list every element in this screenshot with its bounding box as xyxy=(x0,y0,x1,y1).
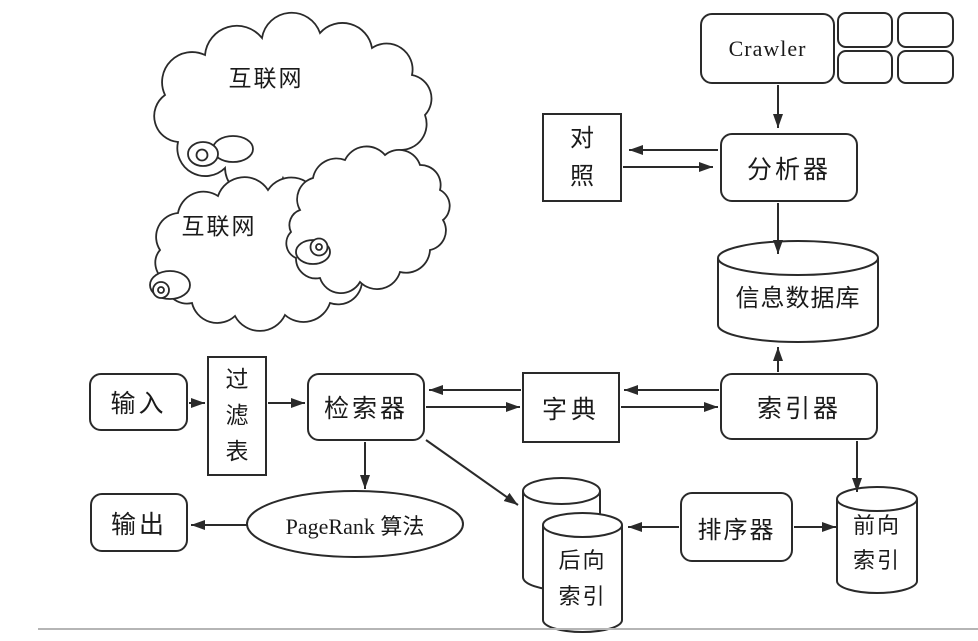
comparison-box: 对 照 xyxy=(542,113,622,202)
crawler-box: Crawler xyxy=(700,13,835,84)
cloud-3-tail-icon xyxy=(295,237,331,265)
internet-cloud-2-label: 互联网 xyxy=(181,214,257,239)
arrows-group xyxy=(189,85,862,532)
indexer-box: 索引器 xyxy=(720,373,878,440)
info-database-cylinder xyxy=(717,240,879,343)
arrow-retriever-to-backward-index xyxy=(425,439,519,506)
backward-index-label: 后向 索引 xyxy=(558,548,607,609)
crawler-node-4 xyxy=(897,50,954,84)
forward-index-label: 前向 索引 xyxy=(852,513,901,573)
crawler-node-2 xyxy=(897,12,954,48)
backward-index-cylinder xyxy=(542,512,623,633)
crawler-node-3 xyxy=(837,50,893,84)
cloud-1-tail-icon xyxy=(187,135,254,167)
output-label: 输出 xyxy=(110,511,167,539)
analyzer-label: 分析器 xyxy=(746,156,831,184)
internet-cloud-1-label: 互联网 xyxy=(228,66,304,91)
retriever-box: 检索器 xyxy=(307,373,425,441)
comparison-label: 对 照 xyxy=(570,125,594,190)
sorter-box: 排序器 xyxy=(680,492,793,562)
filter-table-box: 过 滤 表 xyxy=(207,356,267,476)
dictionary-box: 字典 xyxy=(522,372,620,443)
crawler-node-1 xyxy=(837,12,893,48)
indexer-label: 索引器 xyxy=(756,395,841,423)
sorter-label: 排序器 xyxy=(697,517,776,544)
input-label: 输入 xyxy=(110,391,167,418)
clouds-group xyxy=(149,11,451,332)
storage-shapes-group xyxy=(246,240,918,633)
retriever-label: 检索器 xyxy=(323,396,408,423)
pagerank-label: PageRank 算法 xyxy=(285,514,425,539)
dictionary-label: 字典 xyxy=(541,396,600,424)
filter-table-label: 过 滤 表 xyxy=(225,367,249,464)
analyzer-box: 分析器 xyxy=(720,133,858,202)
input-box: 输入 xyxy=(89,373,188,431)
cloud-2-tail-icon xyxy=(149,270,191,300)
crawler-label: Crawler xyxy=(728,35,807,61)
info-database-label: 信息数据库 xyxy=(735,285,861,312)
forward-index-cylinder xyxy=(836,486,918,594)
output-box: 输出 xyxy=(90,493,188,552)
